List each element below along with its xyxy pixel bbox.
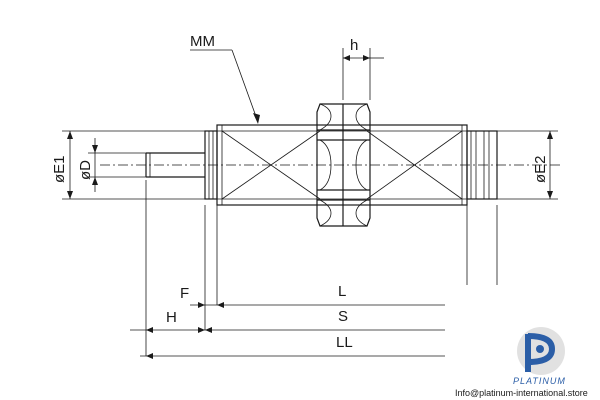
total-length-label: LL [336,334,353,351]
hex-nut [316,103,371,227]
nut-width-label: h [350,37,358,54]
mm-callout: MM [190,33,260,124]
body-length-label: S [338,308,348,325]
dia-d-label: øD [77,160,94,180]
dia-d-dimension: øD [77,138,146,192]
threaded-body [216,124,468,206]
nut-width-dimension: h [342,37,384,100]
dia-e2-dimension: øE2 [497,130,558,200]
dia-e1-dimension: øE1 [51,130,205,200]
stem [145,152,205,178]
dia-e1-label: øE1 [51,155,68,183]
row-ll: LL [140,334,445,359]
dia-e2-label: øE2 [532,155,549,183]
row-f-l: F L [180,283,445,308]
right-collar [466,130,498,200]
stem-label: H [166,309,177,326]
row-h-s: H S [130,308,445,333]
contact-text: Info@platinum-international.store [455,388,588,398]
extension-lines [145,180,498,356]
thread-length-label: L [338,283,346,300]
flange-label: F [180,285,189,302]
platinum-logo: PLATINUM [513,327,566,386]
thread-label: MM [190,33,215,50]
logo-brand-text: PLATINUM [513,376,566,386]
